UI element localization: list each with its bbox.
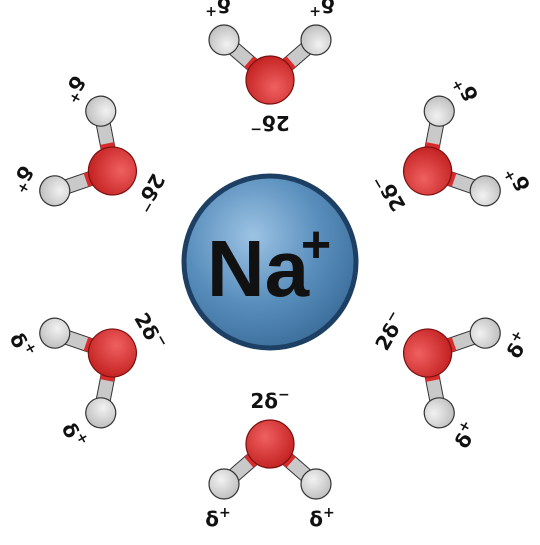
water-molecule-upper-left: 2δ−δ+δ+	[5, 71, 170, 216]
ion-symbol: Na	[207, 224, 310, 313]
sodium-ion: Na +	[181, 173, 359, 351]
oxygen-atom	[245, 55, 295, 105]
hydrogen-partial-charge-right: δ+	[5, 161, 40, 196]
hydrogen-partial-charge-left: δ+	[448, 417, 483, 452]
hydrogen-atom-right	[469, 317, 501, 349]
hydrogen-atom-right	[39, 175, 71, 207]
hydrogen-atom-right	[300, 468, 332, 500]
hydrogen-partial-charge-right: δ+	[448, 71, 483, 106]
hydrogen-partial-charge-right: δ+	[205, 0, 230, 19]
water-molecule-lower-left: 2δ−δ+δ+	[5, 308, 172, 452]
hydrogen-atom-right	[423, 95, 455, 127]
hydrogen-atom-left	[469, 175, 501, 207]
water-molecule-upper-right: 2δ−δ+δ+	[368, 71, 535, 215]
water-molecule-lower-right: 2δ−δ+δ+	[370, 307, 535, 452]
water-molecule-bottom: 2δ− δ+ δ+	[205, 387, 334, 531]
sodium-ion-sphere	[181, 173, 359, 351]
hydrogen-atom-right	[208, 24, 240, 56]
oxygen-partial-charge: 2δ−	[250, 387, 289, 413]
hydrogen-partial-charge-left: δ+	[57, 71, 92, 106]
hydrogen-atom-left	[208, 468, 240, 500]
hydrogen-atom-left	[423, 397, 455, 429]
hydrogen-partial-charge-right: δ+	[500, 327, 535, 362]
oxygen-atom	[403, 146, 453, 196]
hydrogen-partial-charge-right: δ+	[57, 417, 92, 452]
hydrogen-partial-charge-left: δ+	[5, 327, 40, 362]
oxygen-atom	[245, 419, 295, 469]
hydrogen-atom-left	[300, 24, 332, 56]
hydrogen-atom-left	[85, 95, 117, 127]
ion-charge: +	[301, 216, 331, 274]
hydrogen-partial-charge-left: δ+	[205, 505, 230, 531]
oxygen-atom	[87, 328, 138, 378]
oxygen-atom	[87, 146, 138, 196]
water-molecule-top: 2δ− δ+ δ+	[205, 0, 334, 137]
oxygen-atom	[403, 328, 453, 378]
hydrogen-atom-right	[85, 397, 117, 429]
hydrogen-partial-charge-left: δ+	[309, 0, 334, 19]
oxygen-partial-charge: 2δ−	[250, 111, 289, 137]
hydrogen-partial-charge-left: δ+	[500, 161, 535, 196]
hydrogen-partial-charge-right: δ+	[309, 505, 334, 531]
water-molecules: 2δ−δ+δ+2δ−δ+δ+2δ−δ+δ+2δ−δ+δ+2δ−δ+δ+2δ−δ+…	[5, 0, 536, 531]
hydrogen-atom-left	[39, 317, 71, 349]
